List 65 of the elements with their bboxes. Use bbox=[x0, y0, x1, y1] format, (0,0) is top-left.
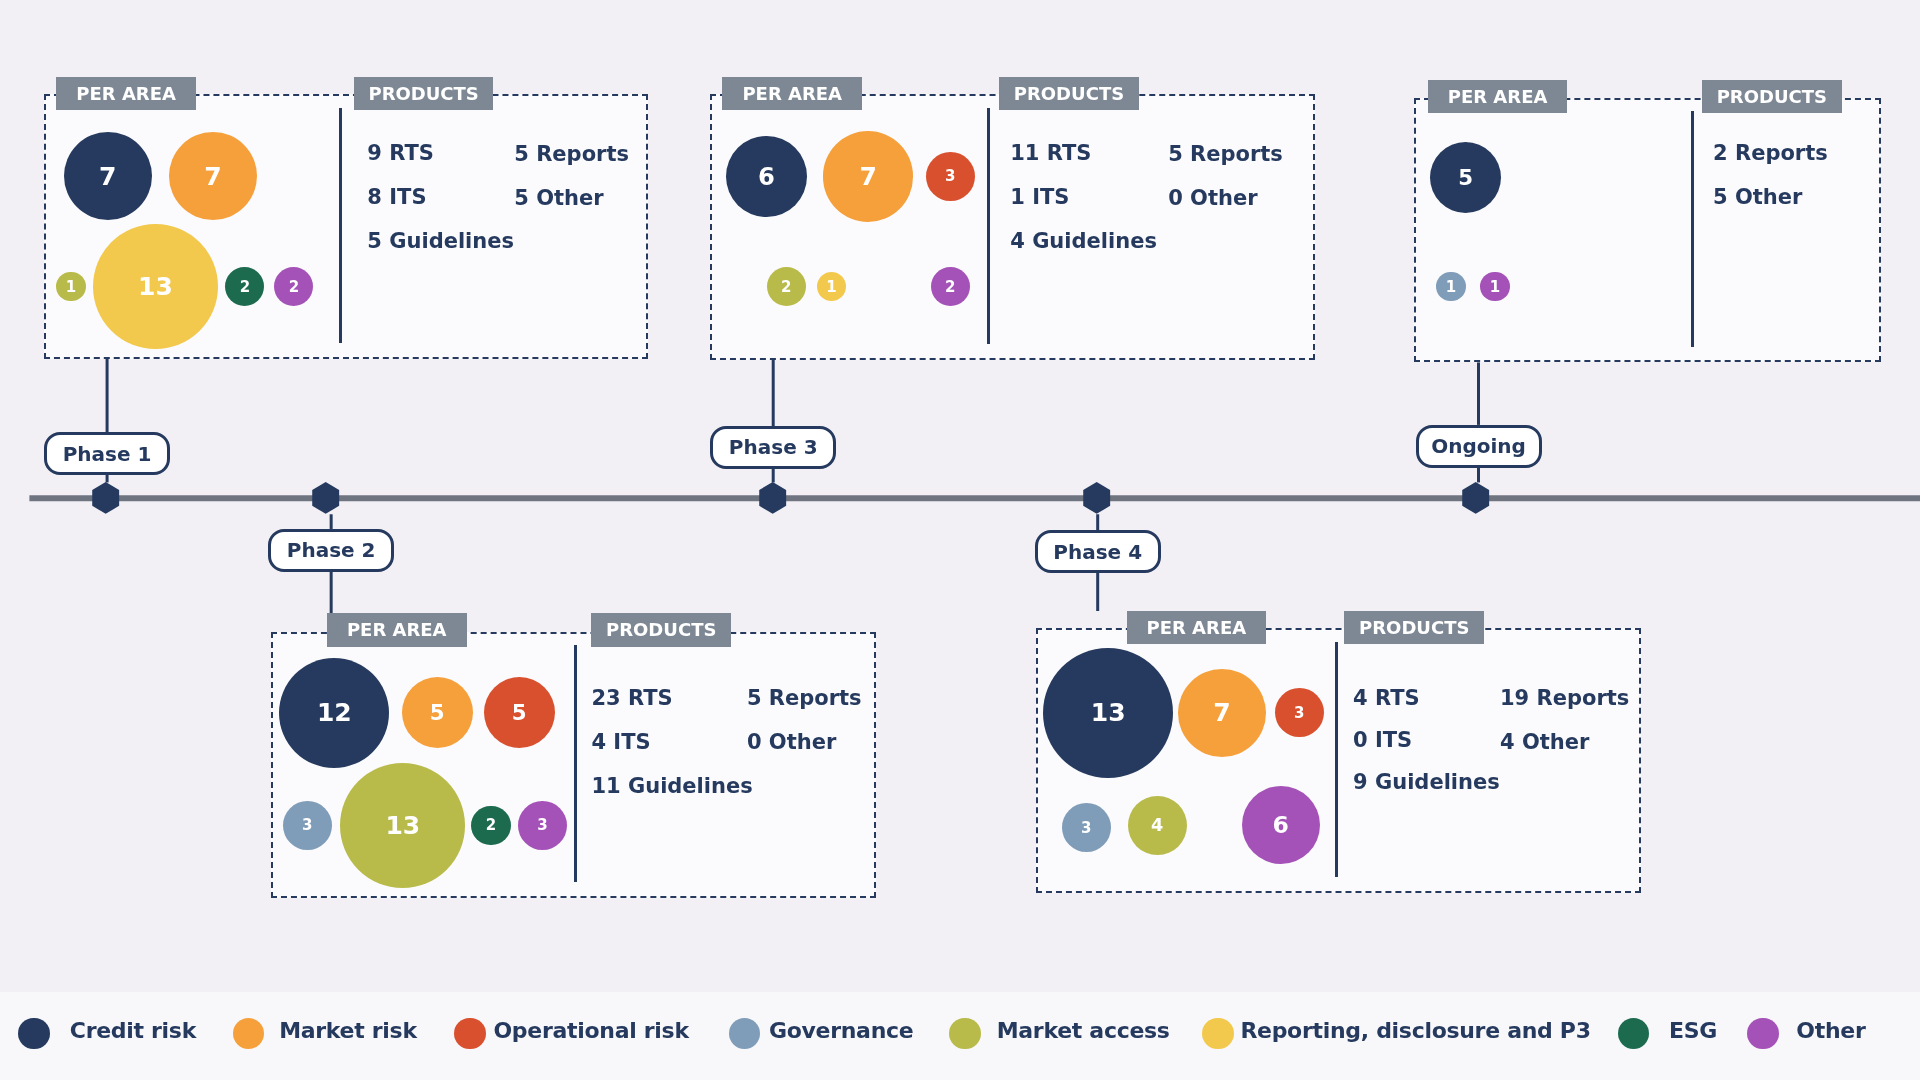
product-count: 9 Guidelines bbox=[1353, 769, 1500, 796]
phase-label: Phase 2 bbox=[268, 528, 395, 572]
phase-label: Ongoing bbox=[1415, 424, 1542, 468]
product-count: 5 Reports bbox=[1168, 141, 1283, 168]
info-panel bbox=[44, 77, 648, 359]
product-count: 5 Other bbox=[514, 185, 604, 212]
info-panel bbox=[270, 613, 876, 898]
connector-line bbox=[329, 514, 333, 529]
timeline-marker bbox=[90, 482, 120, 515]
product-count: 4 Other bbox=[1500, 729, 1590, 756]
section-tab: PER AREA bbox=[1126, 611, 1267, 645]
info-panel bbox=[710, 77, 1316, 360]
connector-line bbox=[1096, 514, 1100, 531]
connector-line bbox=[105, 474, 109, 483]
product-count: 0 Other bbox=[1168, 185, 1258, 212]
connector-line bbox=[771, 360, 775, 427]
timeline-marker bbox=[1460, 482, 1491, 515]
connector-line bbox=[105, 358, 109, 433]
legend-label: Operational risk bbox=[493, 1018, 689, 1044]
product-count: 5 Reports bbox=[746, 684, 862, 711]
legend-label: Other bbox=[1796, 1018, 1866, 1044]
legend-label: Market risk bbox=[279, 1018, 417, 1044]
timeline-marker bbox=[311, 482, 341, 515]
product-count: 9 RTS bbox=[367, 140, 434, 167]
connector-line bbox=[1477, 362, 1480, 425]
connector-line bbox=[1096, 572, 1100, 611]
connector-line bbox=[329, 571, 333, 614]
product-count: 1 ITS bbox=[1010, 184, 1070, 211]
section-tab: PRODUCTS bbox=[1702, 79, 1842, 113]
product-count: 2 Reports bbox=[1713, 140, 1828, 167]
product-count: 0 ITS bbox=[1353, 726, 1413, 753]
timeline-marker bbox=[1082, 482, 1112, 515]
product-count: 11 Guidelines bbox=[591, 773, 753, 800]
connector-line bbox=[771, 468, 775, 483]
product-count: 11 RTS bbox=[1010, 140, 1092, 167]
section-tab: PRODUCTS bbox=[1344, 611, 1485, 645]
section-tab: PRODUCTS bbox=[999, 77, 1139, 111]
product-count: 23 RTS bbox=[591, 684, 673, 711]
product-count: 0 Other bbox=[746, 729, 837, 756]
info-panel bbox=[1035, 611, 1641, 893]
product-count: 4 Guidelines bbox=[1010, 228, 1157, 255]
legend-label: Reporting, disclosure and P3 bbox=[1240, 1018, 1591, 1044]
legend-label: Governance bbox=[768, 1018, 914, 1044]
product-count: 5 Guidelines bbox=[367, 228, 514, 255]
section-tab: PRODUCTS bbox=[591, 613, 731, 647]
phase-label: Phase 1 bbox=[44, 432, 171, 475]
phase-label: Phase 4 bbox=[1034, 530, 1161, 573]
section-tab: PER AREA bbox=[722, 77, 862, 111]
legend-label: Credit risk bbox=[69, 1018, 196, 1044]
legend-label: Market access bbox=[996, 1018, 1170, 1044]
product-count: 19 Reports bbox=[1500, 684, 1630, 711]
info-panel bbox=[1414, 79, 1881, 363]
section-tab: PER AREA bbox=[56, 77, 196, 111]
product-count: 5 Reports bbox=[514, 141, 629, 168]
phase-label: Phase 3 bbox=[710, 426, 837, 469]
legend-label: ESG bbox=[1668, 1018, 1717, 1044]
product-count: 5 Other bbox=[1713, 184, 1803, 211]
timeline-marker bbox=[757, 482, 788, 515]
connector-line bbox=[1477, 467, 1480, 483]
product-count: 8 ITS bbox=[367, 184, 427, 211]
section-tab: PRODUCTS bbox=[353, 77, 494, 111]
product-count: 4 RTS bbox=[1353, 684, 1420, 711]
section-tab: PER AREA bbox=[1427, 79, 1568, 113]
product-count: 4 ITS bbox=[591, 729, 651, 756]
section-tab: PER AREA bbox=[326, 613, 467, 647]
